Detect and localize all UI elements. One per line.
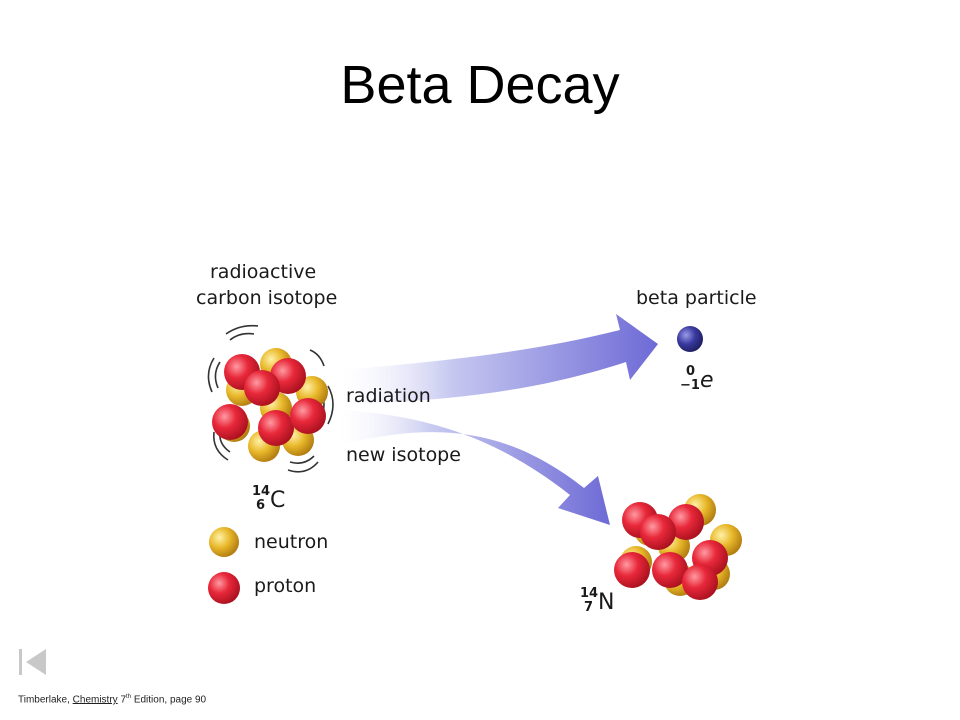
diagram-graphics [207, 314, 742, 604]
label-radiation: radiation [346, 385, 431, 407]
first-slide-button[interactable] [18, 648, 48, 676]
nitrogen-14-notation: 14 7 N [580, 586, 620, 620]
citation-author: Timberlake, [18, 694, 70, 706]
nitrogen-symbol: N [598, 590, 615, 615]
label-carbon-isotope: carbon isotope [196, 287, 338, 309]
carbon-mass-number: 14 [252, 484, 271, 499]
citation-edition-number: 7 [120, 694, 127, 706]
label-proton: proton [254, 575, 317, 597]
carbon-nucleus [212, 348, 328, 462]
nitrogen-nucleus [614, 494, 742, 600]
label-neutron: neutron [254, 531, 329, 553]
legend-neutron-ball [209, 527, 239, 557]
electron-symbol: e [700, 368, 714, 393]
label-beta-particle: beta particle [636, 287, 757, 309]
beta-particle [677, 326, 703, 352]
nitrogen-mass-number: 14 [580, 586, 599, 601]
electron-mass-number: 0 [686, 364, 696, 379]
citation-edition-rest: Edition, page 90 [133, 694, 207, 706]
legend-proton-ball [208, 572, 240, 604]
carbon-atomic-number: 6 [256, 498, 266, 513]
citation: Timberlake, Chemistry 7th Edition, page … [18, 694, 206, 705]
electron-notation: 0 −1 e [680, 364, 720, 398]
beta-decay-diagram: radioactive carbon isotope radiation new… [180, 240, 800, 640]
label-radioactive: radioactive [210, 261, 317, 283]
carbon-symbol: C [270, 488, 286, 513]
citation-book[interactable]: Chemistry [72, 694, 118, 706]
electron-charge-number: −1 [680, 378, 700, 393]
arrow-to-new-isotope [340, 410, 610, 525]
carbon-14-notation: 14 6 C [252, 484, 292, 518]
slide-title: Beta Decay [340, 55, 620, 115]
label-new-isotope: new isotope [346, 444, 461, 466]
nitrogen-atomic-number: 7 [584, 600, 594, 615]
citation-edition-suffix: th [126, 694, 132, 700]
arrow-to-beta-particle [340, 314, 658, 405]
first-slide-icon [19, 649, 46, 675]
